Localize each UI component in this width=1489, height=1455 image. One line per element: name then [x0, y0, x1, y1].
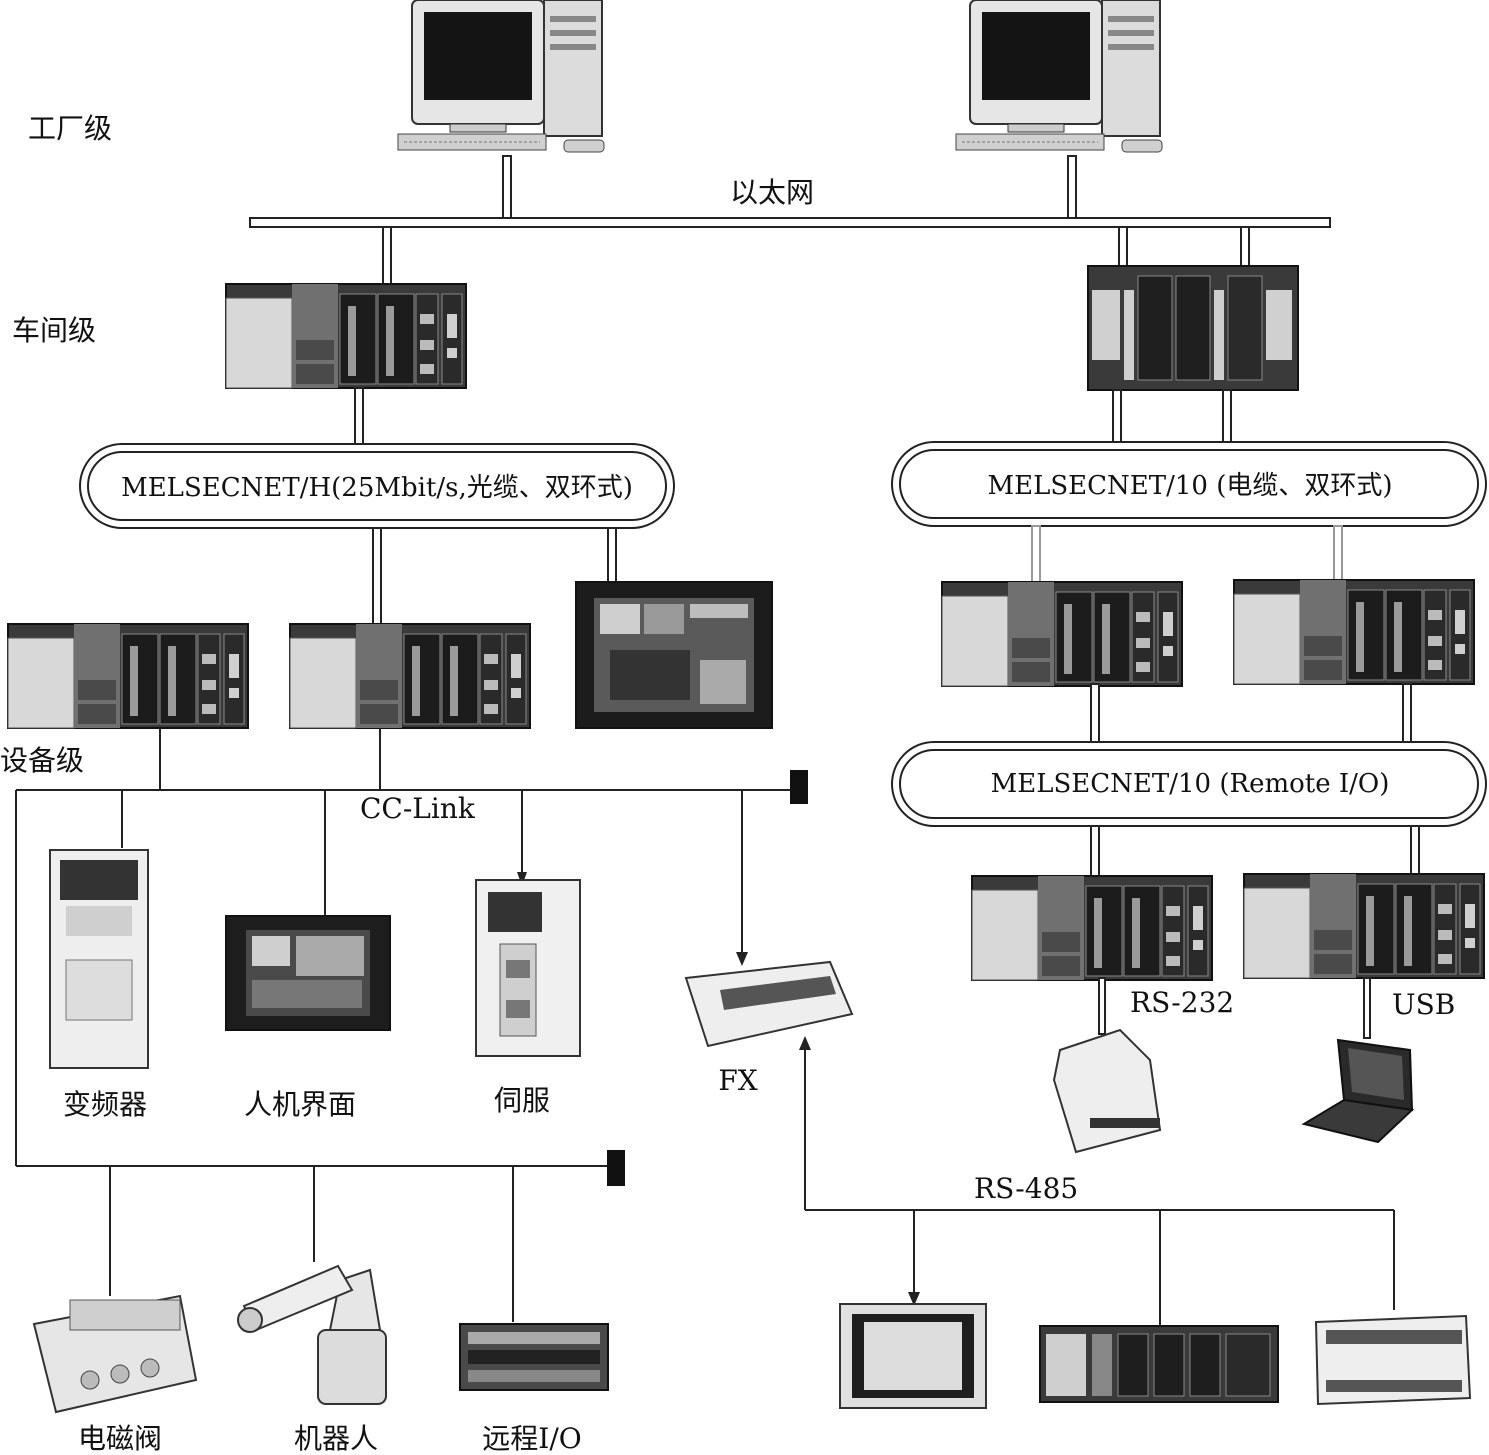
factory-computer-right [955, 0, 1163, 153]
remote-io-device [459, 1323, 609, 1391]
rs485-fx-plc [1314, 1314, 1472, 1406]
melsecnet-10-remote-ring [891, 741, 1487, 827]
laptop [1301, 1038, 1415, 1144]
inverter-device [49, 849, 149, 1069]
robot-device [237, 1264, 387, 1405]
servo-label: 伺服 [494, 1084, 550, 1117]
melsecnet-10-remote-label: MELSECNET/10 (Remote I/O) [991, 769, 1390, 799]
hmi-device [225, 915, 391, 1031]
link-usb [1363, 977, 1371, 1039]
melsecnet-10-cable-ring [891, 441, 1487, 527]
device-plc-2 [289, 623, 531, 729]
factory-computer-left [397, 0, 605, 153]
cc-link-label: CC-Link [360, 792, 476, 825]
melsecnet-10-cable-label: MELSECNET/10 (电缆、双环式) [987, 471, 1392, 501]
link-workshop-plc-right-b [1222, 389, 1232, 443]
solenoid-valve-device [32, 1294, 198, 1414]
cc-link-arrow-fx [736, 952, 748, 966]
cc-link-terminator-bottom [607, 1150, 625, 1186]
fx-plc-device [684, 960, 854, 1048]
link-cable-ring-to-plc-a [1031, 525, 1041, 583]
link-remote-ring-to-plc-d [1410, 825, 1420, 877]
remote-io-label: 远程I/O [482, 1422, 581, 1455]
link-melsecnet-h-to-plc-2 [372, 527, 382, 625]
link-remote-ring-to-plc-c [1090, 825, 1100, 877]
device-plc-1 [7, 623, 249, 729]
remote-plc-d [1243, 873, 1485, 979]
link-plc-b-to-remote-ring [1402, 683, 1412, 743]
servo-device [475, 879, 581, 1057]
rs485-arrow-fx [799, 1036, 811, 1050]
rs485-bus [804, 1040, 1395, 1326]
inverter-label: 变频器 [63, 1088, 147, 1121]
link-melsecnet-h-to-hmi [607, 527, 617, 583]
rs485-plc-rack [1039, 1325, 1279, 1403]
hmi-label: 人机界面 [244, 1088, 356, 1121]
ethernet-bus [249, 155, 1331, 286]
rs485-arrow-panel [908, 1292, 920, 1306]
level-label-workshop: 车间级 [12, 314, 96, 347]
cc-link-bus [15, 728, 800, 1322]
printer [1052, 1028, 1162, 1154]
workshop-plc-left [225, 283, 467, 389]
workshop-right-plc-a [941, 581, 1183, 687]
level-label-factory: 工厂级 [28, 112, 112, 145]
link-workshop-plc-to-melsecnet-h [354, 387, 364, 445]
link-rs232 [1098, 977, 1106, 1035]
ethernet-label: 以太网 [730, 176, 814, 209]
device-hmi-panel [575, 581, 773, 729]
usb-label: USB [1392, 988, 1455, 1021]
solenoid-valve-label: 电磁阀 [78, 1422, 162, 1455]
melsecnet-h-label: MELSECNET/H(25Mbit/s,光缆、双环式) [121, 473, 633, 503]
robot-label: 机器人 [294, 1422, 378, 1455]
rs485-operator-panel [839, 1303, 987, 1409]
remote-plc-c [971, 875, 1213, 981]
rs485-label: RS-485 [974, 1172, 1078, 1205]
workshop-plc-right [1087, 265, 1299, 391]
link-workshop-plc-right-a [1112, 389, 1122, 443]
link-plc-a-to-remote-ring [1090, 683, 1100, 743]
rs232-label: RS-232 [1130, 986, 1234, 1019]
link-cable-ring-to-plc-b [1333, 525, 1343, 583]
workshop-right-plc-b [1233, 579, 1475, 685]
cc-link-terminator-top [790, 770, 808, 804]
level-label-device: 设备级 [0, 744, 84, 777]
fx-label: FX [718, 1064, 757, 1097]
melsecnet-h-ring [79, 443, 675, 529]
